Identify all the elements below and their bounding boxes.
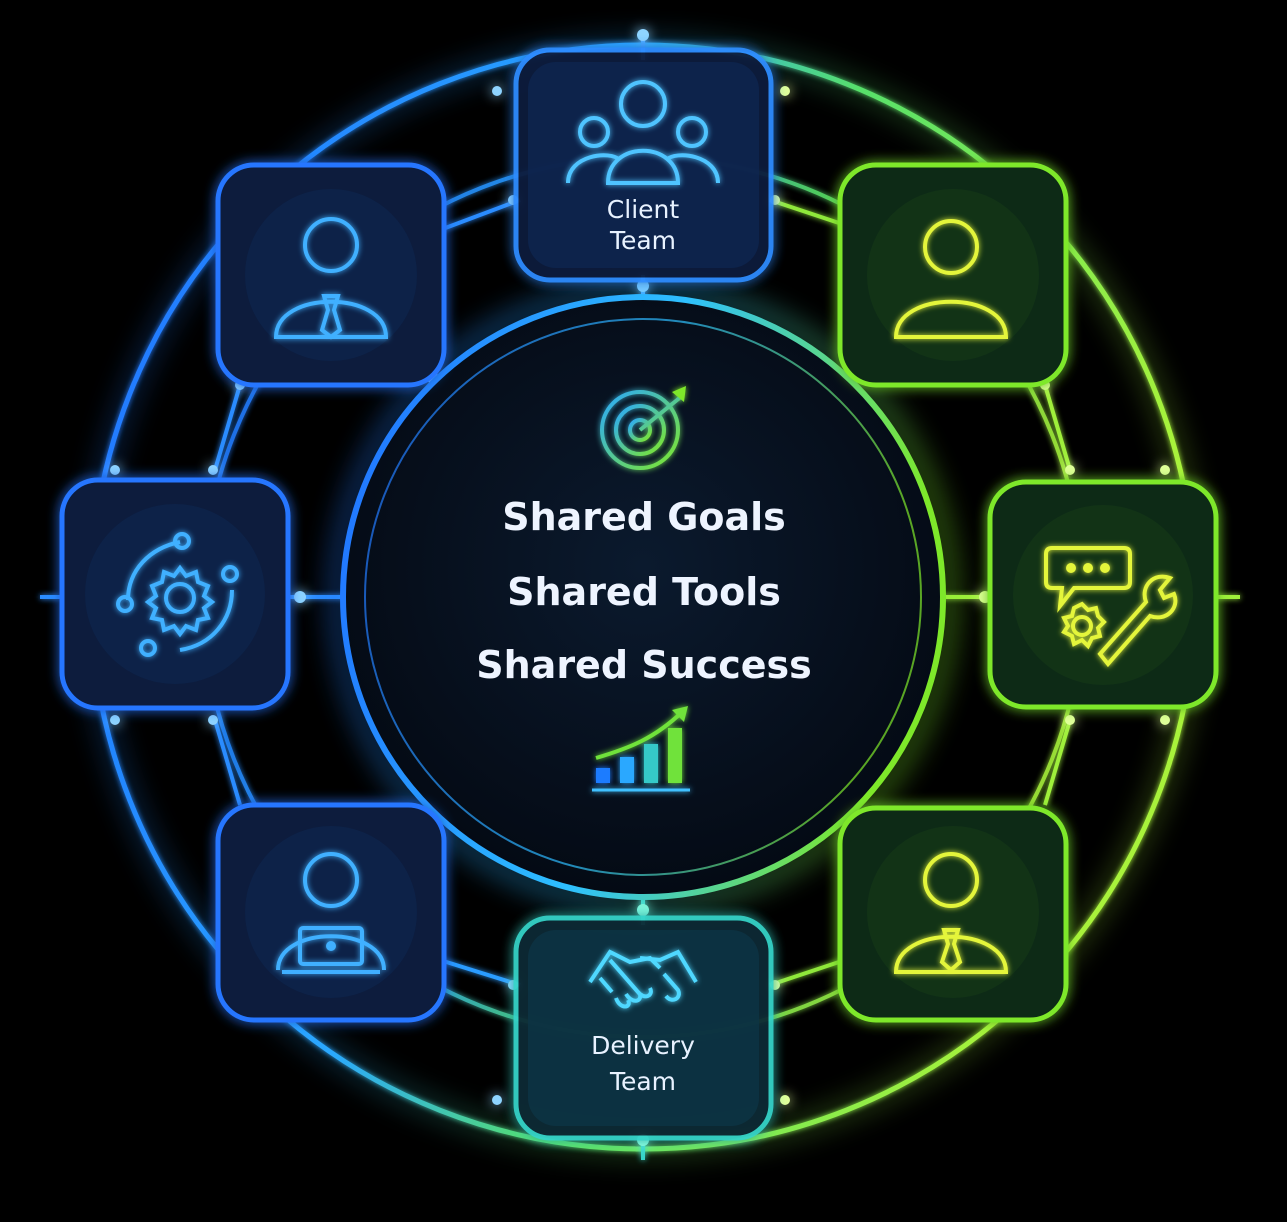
- center-line-goals: Shared Goals: [502, 495, 786, 539]
- client-team-label-2: Team: [609, 226, 676, 255]
- node-client-team[interactable]: Client Team: [513, 47, 774, 283]
- center-line-success: Shared Success: [476, 643, 812, 687]
- person-icon: [893, 219, 1009, 339]
- node-left[interactable]: [59, 477, 291, 711]
- handshake-icon: [588, 949, 698, 1009]
- node-right[interactable]: [987, 479, 1219, 710]
- gear-process-cycle-icon: [116, 532, 239, 657]
- team-group-icon: [566, 80, 720, 185]
- growth-chart-icon: [592, 706, 690, 792]
- business-person-tie-icon: [273, 217, 389, 340]
- node-bottom-left[interactable]: [215, 802, 447, 1023]
- node-bottom-right[interactable]: [837, 805, 1069, 1023]
- node-delivery-team[interactable]: Delivery Team: [513, 915, 774, 1141]
- client-team-label-1: Client: [607, 195, 680, 224]
- node-top-right[interactable]: [837, 162, 1069, 388]
- person-laptop-icon: [276, 852, 386, 974]
- delivery-team-label-1: Delivery: [591, 1031, 695, 1060]
- node-top-left[interactable]: [215, 162, 447, 388]
- center-hub: Shared Goals Shared Tools Shared Success: [329, 283, 957, 911]
- delivery-team-label-2: Team: [609, 1067, 676, 1096]
- target-icon: [600, 386, 686, 470]
- center-line-tools: Shared Tools: [507, 570, 781, 614]
- business-person-tie-icon: [893, 852, 1009, 974]
- chat-gear-wrench-icon: [1044, 546, 1178, 668]
